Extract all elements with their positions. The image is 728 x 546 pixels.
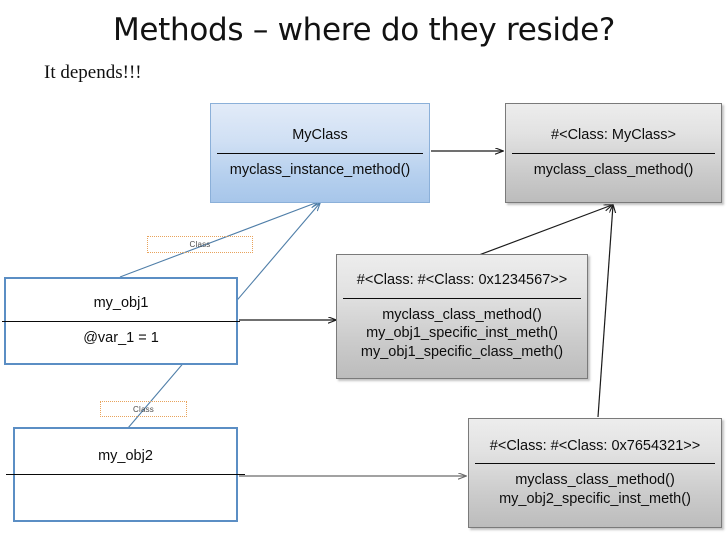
box-obj1-eigenclass-member-2: my_obj1_specific_class_meth() <box>360 343 564 360</box>
box-myclass-metaclass[interactable]: #<Class: MyClass> myclass_class_method() <box>505 103 722 203</box>
box-obj1-eigenclass-member-1: my_obj1_specific_inst_meth() <box>366 325 558 342</box>
box-obj2-eigenclass[interactable]: #<Class: #<Class: 0x7654321>> myclass_cl… <box>468 418 722 528</box>
box-my-obj2-member-0 <box>19 482 232 501</box>
class-tag-obj1-label: Class <box>189 240 211 249</box>
box-my-obj2-title: my_obj2 <box>98 448 153 465</box>
box-my-obj2-separator <box>6 474 245 476</box>
box-myclass-metaclass-member-0: myclass_class_method() <box>533 161 694 178</box>
box-obj2-eigenclass-title: #<Class: #<Class: 0x7654321>> <box>489 437 701 454</box>
class-tag-obj2-label: Class <box>132 404 154 414</box>
box-myclass-metaclass-title: #<Class: MyClass> <box>551 126 676 143</box>
box-obj1-eigenclass-member-0: myclass_class_method() <box>382 306 542 323</box>
connector-obj2eigen-to-metaclass <box>597 205 613 418</box>
box-myclass-metaclass-members: myclass_class_method() <box>506 161 721 180</box>
box-my-obj1[interactable]: my_obj1 @var_1 = 1 <box>2 277 240 365</box>
box-myclass-metaclass-separator <box>512 152 715 154</box>
box-obj2-eigenclass-members: myclass_class_method() my_obj2_specific_… <box>469 471 721 508</box>
box-obj2-eigenclass-separator <box>475 463 715 465</box>
box-myclass-members: myclass_instance_method() <box>211 161 429 180</box>
page-title: Methods – where do they reside? <box>112 12 616 48</box>
class-tag-obj2: Class <box>100 401 187 417</box>
box-my-obj1-title: my_obj1 <box>93 294 149 311</box>
box-myclass-title: MyClass <box>292 126 348 143</box>
class-tag-obj1: Class <box>147 236 253 253</box>
box-myclass-member-0: myclass_instance_method() <box>229 161 411 178</box>
box-my-obj2[interactable]: my_obj2 <box>6 427 245 522</box>
connector-obj1eigen-to-metaclass <box>470 205 612 259</box>
box-obj1-eigenclass-members: myclass_class_method() my_obj1_specific_… <box>337 306 587 362</box>
box-obj1-eigenclass-separator <box>343 297 581 299</box>
box-myclass-separator <box>217 152 423 154</box>
box-myclass[interactable]: MyClass myclass_instance_method() <box>210 103 430 203</box>
slide-subtitle: It depends!!! <box>44 62 142 83</box>
box-obj1-eigenclass-title: #<Class: #<Class: 0x1234567>> <box>356 271 568 288</box>
box-obj2-eigenclass-member-0: myclass_class_method() <box>515 472 675 489</box>
box-my-obj1-separator <box>2 320 240 322</box>
box-my-obj2-members <box>15 482 236 501</box>
box-my-obj1-member-0: @var_1 = 1 <box>83 329 159 346</box>
box-obj1-eigenclass[interactable]: #<Class: #<Class: 0x1234567>> myclass_cl… <box>336 254 588 379</box>
box-obj2-eigenclass-member-1: my_obj2_specific_inst_meth() <box>499 490 691 507</box>
box-my-obj1-members: @var_1 = 1 <box>6 329 236 348</box>
